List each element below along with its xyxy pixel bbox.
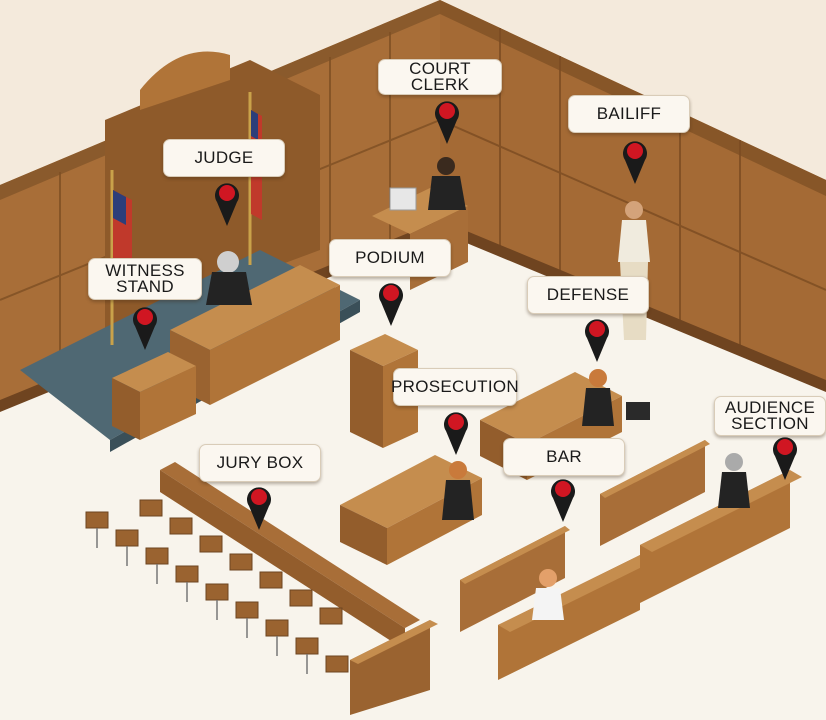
label-prosecution: PROSECUTION — [391, 368, 519, 406]
label-court-clerk: COURT CLERK — [378, 59, 502, 95]
pin-marker-icon — [623, 141, 647, 184]
right-wall — [440, 0, 826, 390]
pin-marker-icon — [435, 101, 459, 144]
label-bar: BAR — [503, 438, 625, 476]
bar-railing — [460, 526, 565, 632]
pin-marker-icon — [551, 479, 575, 522]
pin-marker-icon — [133, 307, 157, 350]
audience-bench — [640, 470, 790, 603]
pin-marker-icon — [247, 487, 271, 530]
jury-box-front — [350, 620, 430, 715]
pin-marker-icon — [379, 283, 403, 326]
pin-marker-icon — [773, 437, 797, 480]
pin-marker-icon — [585, 319, 609, 362]
podium — [350, 334, 418, 366]
jury-chairs — [85, 499, 349, 673]
label-witness-stand: WITNESS STAND — [88, 258, 202, 300]
prosecution-table — [340, 455, 482, 528]
label-audience-section: AUDIENCE SECTION — [714, 396, 826, 436]
pin-marker-icon — [444, 412, 468, 455]
witness-stand-box — [112, 352, 196, 392]
label-jury-box: JURY BOX — [199, 444, 321, 482]
label-podium: PODIUM — [329, 239, 451, 277]
judge-bench — [170, 265, 340, 350]
pin-marker-icon — [215, 183, 239, 226]
jury-box-back — [160, 462, 420, 628]
label-bailiff: BAILIFF — [568, 95, 690, 133]
label-judge: JUDGE — [163, 139, 285, 177]
front-bench — [498, 555, 640, 680]
label-defense: DEFENSE — [527, 276, 649, 314]
